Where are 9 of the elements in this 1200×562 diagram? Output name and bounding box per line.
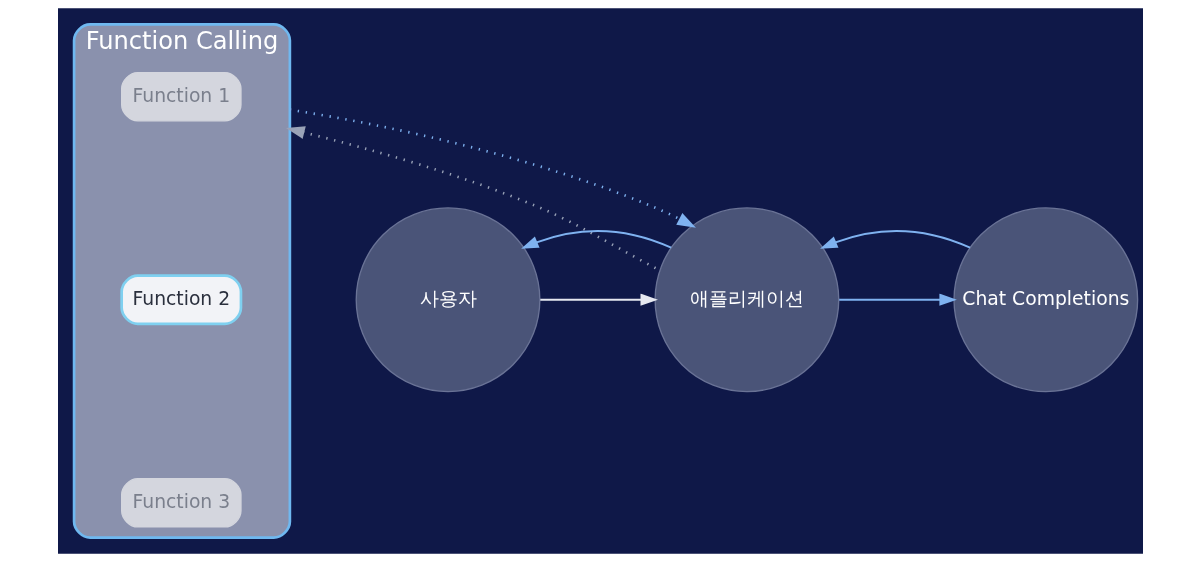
arrow	[838, 293, 957, 306]
node-box: Function 2	[119, 274, 242, 326]
arrow	[539, 293, 658, 306]
node-box: Function 1	[120, 71, 242, 122]
arrow	[819, 230, 970, 249]
arrow	[520, 230, 672, 249]
node-circle: Chat Completions	[952, 207, 1138, 393]
arrow	[289, 108, 696, 228]
node-box: Function 3	[120, 478, 242, 528]
